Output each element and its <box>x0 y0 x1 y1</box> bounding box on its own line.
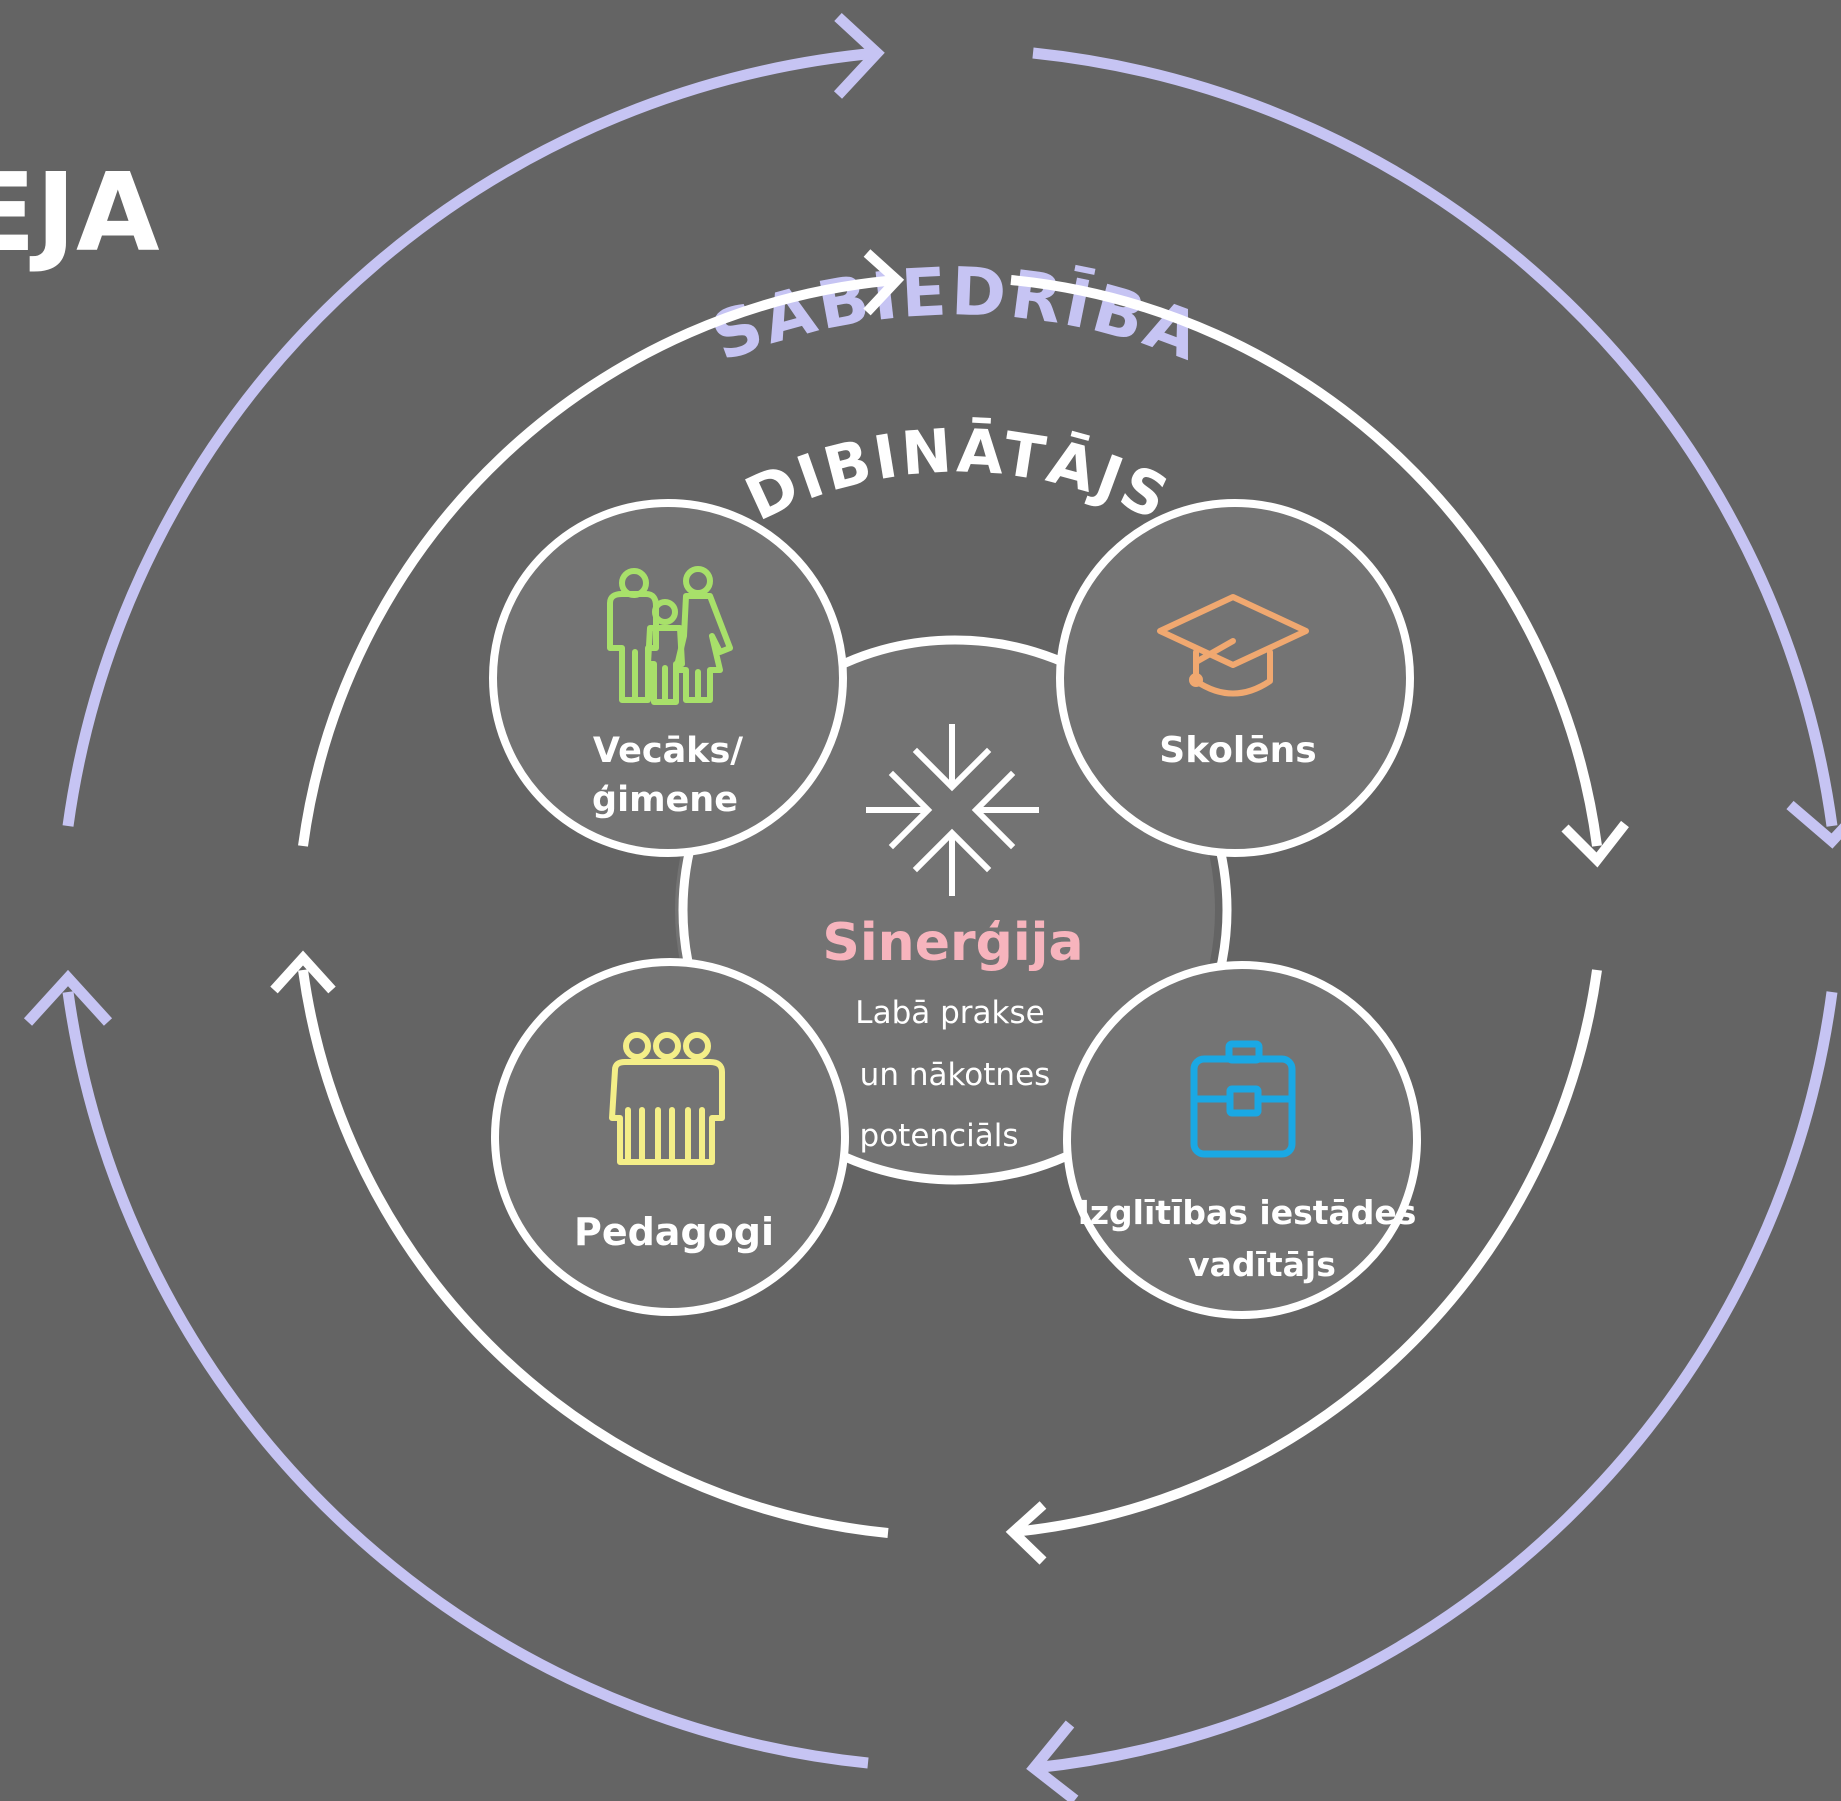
outer-ring-arc-top-right <box>1032 47 1838 827</box>
outer-arrowhead-bottom <box>1026 1720 1079 1801</box>
inner-arrowhead-bottom <box>1005 1501 1047 1565</box>
student-label: Skolēns <box>1159 730 1316 771</box>
inner-ring <box>270 249 1629 1565</box>
family-icon <box>607 566 733 705</box>
outer-arrowhead-left <box>23 969 113 1026</box>
outer-ring-arc-bottom-left <box>62 991 869 1769</box>
inner-ring-arc-top-right <box>1010 275 1602 847</box>
teachers-label: Pedagogi <box>574 1210 774 1254</box>
director-label-line-1: Izglītības iestādes <box>1078 1193 1417 1232</box>
center-circle <box>678 635 1232 1185</box>
synergy-line-3: potenciāls <box>860 1118 1019 1154</box>
outer-ring <box>23 12 1841 1801</box>
synergy-title: Sinerģija <box>822 913 1083 973</box>
director-label-line-2: vadītājs <box>1188 1245 1336 1284</box>
family-label-line-2: ģimene <box>592 780 738 820</box>
inner-ring-label: DIBINĀTĀJS <box>735 415 1181 535</box>
outer-ring-arc-bottom-right <box>1033 991 1838 1774</box>
inner-arrowhead-right <box>1561 820 1629 868</box>
inner-arrowhead-top <box>863 249 905 316</box>
inner-ring-arc-top-left <box>298 275 898 847</box>
outer-ring-arc-top-left <box>62 47 878 827</box>
graduation-cap-icon <box>1157 594 1309 697</box>
student-circle <box>1056 499 1414 857</box>
outer-ring-label: SABIEDRĪBA <box>702 253 1213 377</box>
group-of-people-icon <box>609 1032 725 1165</box>
synergy-line-1: Labā prakse <box>855 995 1044 1031</box>
synergy-line-2: un nākotnes <box>860 1057 1051 1093</box>
corner-title: EJA <box>0 151 160 276</box>
inner-ring-arc-bottom-left <box>298 969 889 1538</box>
family-label-line-1: Vecāks/ <box>593 731 743 771</box>
outer-arrowhead-top <box>833 12 885 99</box>
inner-arrowhead-left <box>270 950 336 994</box>
briefcase-icon <box>1190 1040 1296 1158</box>
director-circle <box>1063 961 1421 1319</box>
arrows-converging-icon <box>866 724 1039 896</box>
outer-arrowhead-right <box>1786 800 1841 849</box>
inner-ring-arc-bottom-right <box>1012 969 1602 1537</box>
